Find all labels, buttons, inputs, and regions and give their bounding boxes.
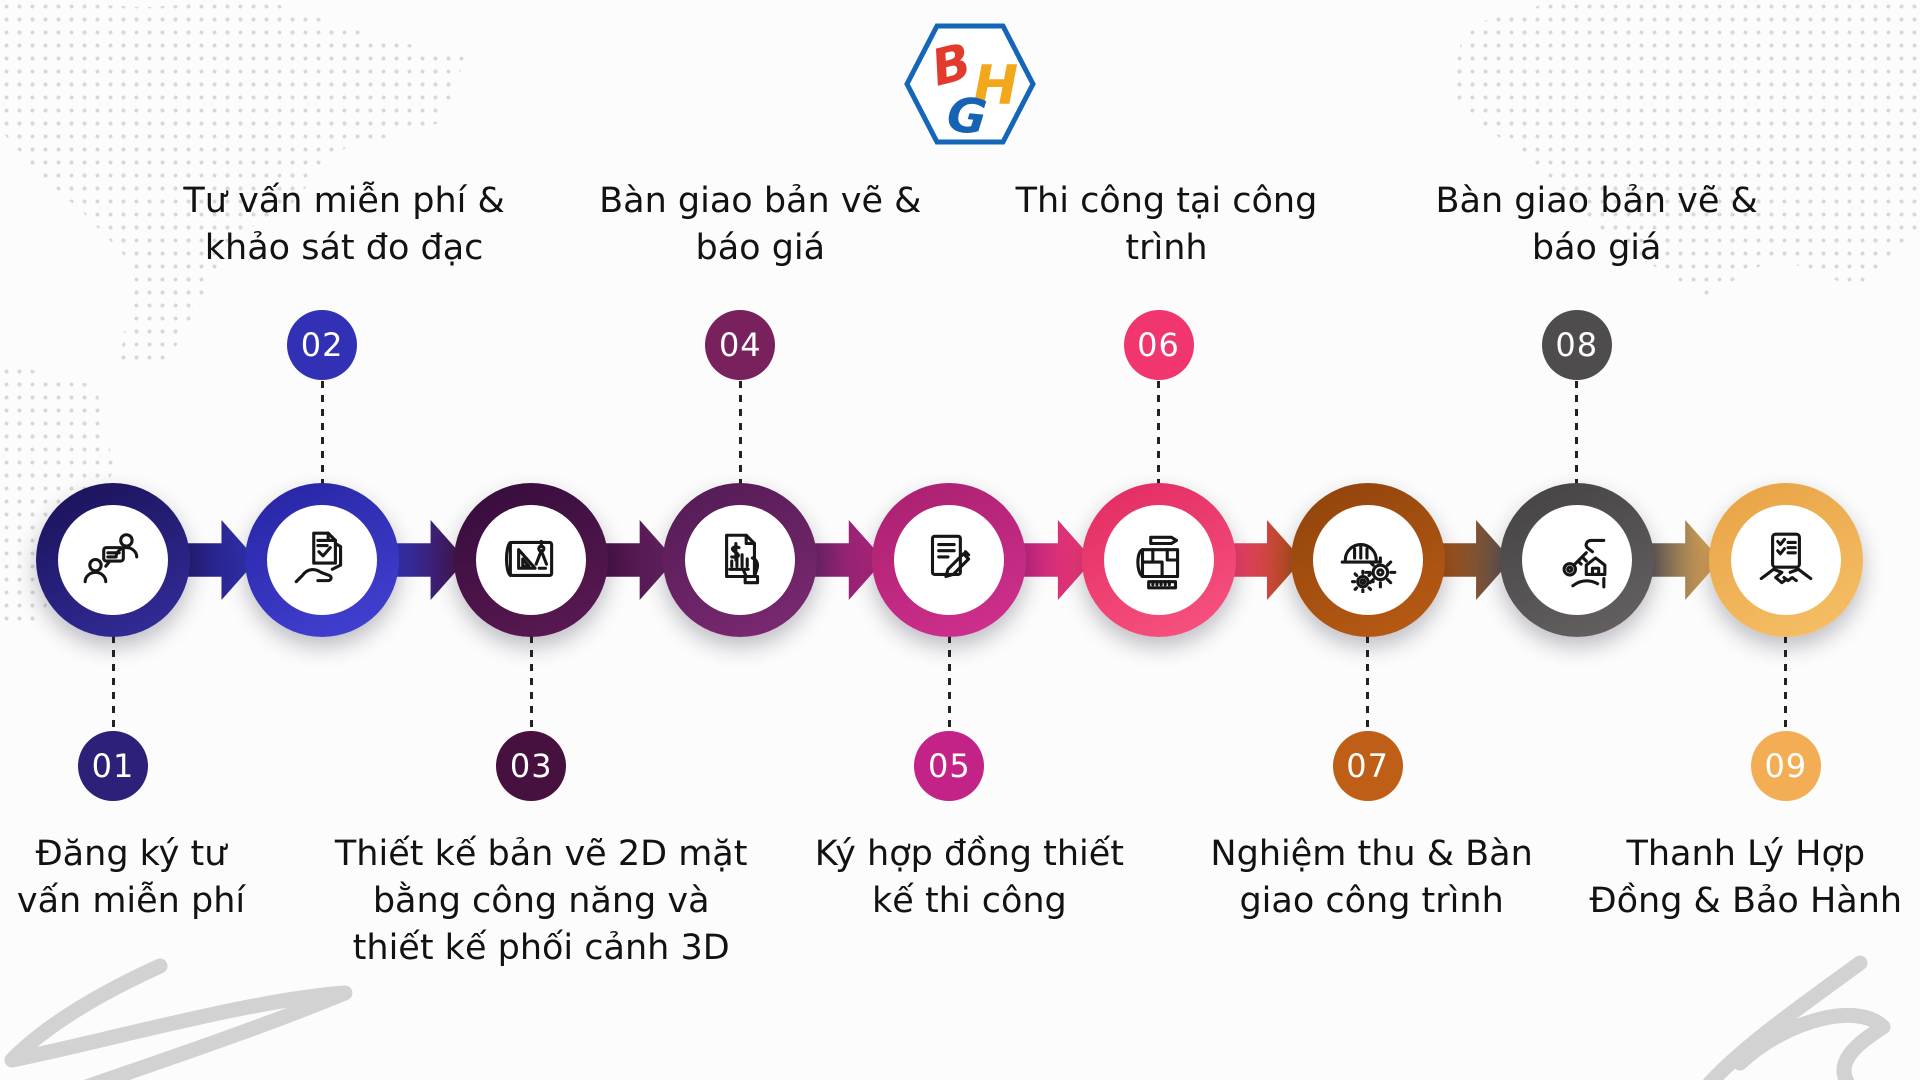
step-label: Thanh Lý Hợp Đồng & Bảo Hành [1589, 834, 1903, 921]
step-number: 09 [1764, 747, 1808, 785]
step-icon-circle [58, 505, 168, 615]
step-connector-line [1366, 636, 1370, 733]
step-number: 04 [718, 326, 762, 364]
step-label: Bàn giao bản vẽ & báo giá [599, 181, 922, 268]
blueprint-drafting-icon [498, 527, 564, 593]
world-map-dots-right [1449, 0, 1920, 297]
construction-gears-icon [1335, 527, 1401, 593]
step-icon-circle [1103, 505, 1214, 615]
step-connector-line [738, 381, 742, 485]
scribble-decoration-left [4, 958, 353, 1080]
step-icon-circle [1521, 505, 1632, 615]
step-label: Thiết kế bản vẽ 2D mặt bằng công năng và… [334, 834, 748, 968]
step-icon-circle [1730, 505, 1841, 615]
step-connector-line [1784, 636, 1788, 733]
step-number-badge: 06 [1123, 310, 1194, 380]
key-handover-icon [1544, 527, 1610, 593]
step-label: Đăng ký tư vấn miễn phí [16, 834, 246, 921]
step-number: 03 [509, 747, 553, 785]
step-number: 01 [91, 747, 135, 785]
document-check-hand-icon [289, 527, 355, 593]
step-number-badge: 09 [1750, 731, 1821, 801]
step-label: Bàn giao bản vẽ & báo giá [1435, 181, 1758, 268]
handshake-checklist-icon [1753, 527, 1819, 593]
logo-letter-h: H [973, 54, 1018, 117]
step-connector-line [529, 636, 533, 733]
step-label: Nghiệm thu & Bàn giao công trình [1210, 834, 1533, 921]
step-label: Ký hợp đồng thiết kế thi công [814, 834, 1124, 921]
step-number-badge: 08 [1541, 310, 1612, 380]
logo-hexagon [904, 23, 1036, 145]
step-icon-circle [1312, 505, 1423, 615]
step-label: Thi công tại công trình [1015, 181, 1318, 268]
step-number-badge: 04 [705, 310, 776, 380]
company-logo: B H G [904, 23, 1036, 146]
step-icon-circle [476, 505, 587, 615]
floor-plan-icon [1126, 527, 1192, 593]
step-number: 05 [928, 747, 971, 785]
consultation-icon [80, 527, 146, 593]
scribble-decoration-right [1703, 955, 1891, 1080]
step-label: Tư vấn miễn phí & khảo sát đo đạc [183, 181, 505, 268]
step-number: 07 [1346, 747, 1389, 785]
step-connector-line [947, 636, 951, 733]
step-connector-line [111, 636, 115, 733]
step-number: 06 [1137, 326, 1180, 364]
step-icon-circle [894, 505, 1005, 615]
cost-report-icon [707, 527, 773, 593]
step-connector-line [1157, 381, 1160, 485]
step-icon-circle [267, 505, 378, 615]
step-icon-circle [685, 505, 796, 615]
logo-letter-g: G [944, 86, 989, 146]
step-number-badge: 07 [1332, 731, 1403, 801]
step-number-badge: 05 [914, 731, 985, 801]
step-number-badge: 02 [287, 310, 358, 380]
step-number-badge: 01 [78, 731, 148, 801]
step-number-badge: 03 [496, 731, 567, 801]
step-number: 08 [1555, 326, 1599, 364]
contract-signing-icon [916, 527, 982, 593]
step-connector-line [1575, 381, 1579, 485]
step-number: 02 [300, 326, 344, 364]
step-connector-line [320, 381, 324, 485]
